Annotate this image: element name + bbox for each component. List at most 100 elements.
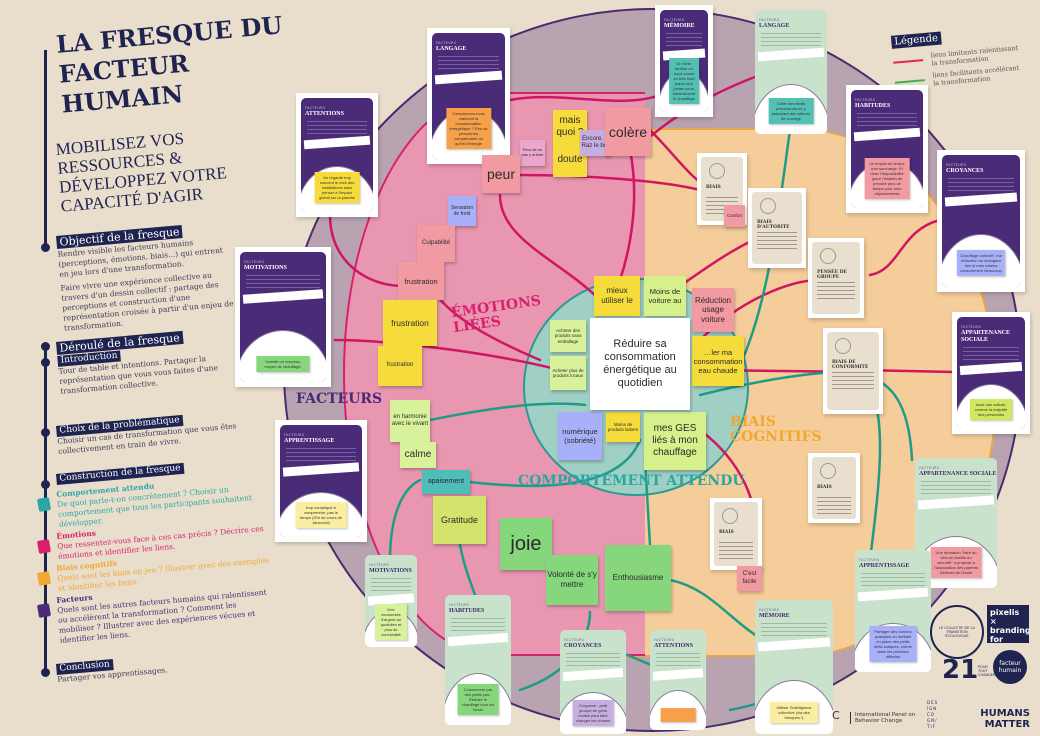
card-sticky-note[interactable]: Une formation "faire du vélo en famille …	[930, 546, 982, 578]
sticky-note[interactable]: Acheter plus de produits locaux	[550, 356, 586, 390]
sticky-note[interactable]: Moins de voiture au	[644, 276, 686, 316]
link-facilitating	[458, 543, 477, 597]
link-limiting	[508, 93, 662, 103]
bias-card-body: BIAIS DE CONFORMITÉ	[827, 332, 879, 410]
legend-heading: Légende	[890, 31, 942, 49]
card-sticky-note[interactable]: trop compliqué à comprendre, pas le temp…	[295, 502, 347, 529]
sticky-note[interactable]: C'est facile	[737, 566, 762, 591]
card-sticky-note[interactable]: On regarde trop souvent le coût des inst…	[314, 171, 360, 203]
sticky-note[interactable]: en harmonie avec le vivant	[390, 400, 430, 442]
sticky-note[interactable]: Acheter des produits sans emballage	[550, 320, 586, 352]
timeline-dot	[41, 243, 50, 252]
sticky-note[interactable]: Réduction usage voiture	[692, 288, 734, 332]
card-sticky-note[interactable]: Des économies d'argent au quotidien et p…	[374, 603, 408, 640]
card-sticky-note[interactable]	[660, 708, 696, 722]
card-sticky-note[interactable]: un emploi du temps très surchargé. Et do…	[864, 157, 910, 199]
sticky-note[interactable]: mieux utiliser le	[594, 276, 640, 316]
timeline-dot	[41, 358, 50, 367]
card-kicker: FACTEURS	[369, 563, 390, 567]
card-question	[857, 587, 929, 602]
sticky-note[interactable]: joie	[500, 518, 552, 570]
card-description	[566, 653, 620, 667]
sticky-note[interactable]: Peur de ne pas y arriver	[520, 140, 545, 166]
card-sticky-note[interactable]: avoir une voiture, comme la majorité des…	[969, 399, 1013, 421]
logo-facteur-humain: facteur humain	[993, 650, 1027, 684]
card-kicker: FACTEURS	[946, 163, 967, 167]
card-sticky-note[interactable]: Un hiver terrible où nous avons eu très …	[669, 57, 699, 104]
sticky-note[interactable]: peur	[482, 155, 520, 193]
sticky-note[interactable]: Culpabilité	[417, 225, 455, 262]
sticky-note[interactable]: frustration	[398, 262, 444, 300]
card-sticky-note[interactable]: Utiliser l'intelligence collective (via …	[769, 702, 819, 724]
card-question	[652, 668, 704, 681]
bias-card[interactable]: BIAIS	[808, 453, 860, 523]
card-title: APPARTENANCE SOCIALE	[919, 471, 997, 477]
legend: Légende liens limitants ralentissant la …	[890, 24, 1028, 90]
bias-illustration-icon	[820, 248, 836, 264]
card-kicker: FACTEURS	[859, 558, 880, 562]
bias-card[interactable]: PENSÉE DE GROUPE	[808, 238, 864, 318]
card-title: MOTIVATIONS	[369, 568, 412, 574]
sticky-note[interactable]: apaisement	[422, 470, 470, 494]
card-sticky-note[interactable]: Investir un nouveau moyen de chauffage.	[256, 355, 310, 372]
card-title: LANGAGE	[759, 23, 790, 29]
sticky-note[interactable]: frustration	[383, 300, 437, 346]
card-sticky-note[interactable]: Créer des récits précurseurs en y associ…	[768, 98, 814, 125]
sticky-note[interactable]: Confort	[724, 205, 745, 227]
card-title: LANGAGE	[436, 46, 467, 52]
card-title: APPRENTISSAGE	[859, 563, 910, 569]
bias-card-title: BIAIS DE CONFORMITÉ	[832, 360, 869, 370]
card-question	[757, 637, 831, 652]
card-sticky-note[interactable]: Chauffage collectif : ma réduction ne ch…	[956, 250, 1006, 277]
card-kicker: FACTEURS	[759, 18, 780, 22]
sticky-note[interactable]: calme	[400, 442, 436, 468]
sticky-note[interactable]: Moins de produits laitiers	[606, 412, 640, 442]
bias-card-text	[817, 282, 855, 302]
bias-card[interactable]: BIAIS	[710, 498, 762, 570]
sticky-note[interactable]: colère	[605, 108, 651, 156]
sticky-note[interactable]: frustration	[378, 346, 422, 386]
logo-21-sub: POUR TOUT CHANGER	[978, 665, 996, 677]
card-sticky-note[interactable]: Partager des bonnes pratiques en mettant…	[869, 626, 917, 663]
logo-humans-matter: HUMANS MATTER	[980, 708, 1030, 730]
card-sticky-note[interactable]: Comprenons-nous vraiment la consommation…	[445, 107, 492, 149]
sticky-note[interactable]: numérique (sobriété)	[558, 412, 602, 460]
card-question	[853, 127, 921, 142]
sticky-note[interactable]: Gratitude	[433, 496, 486, 544]
sticky-note[interactable]: …ler ma consommation eau chaude	[692, 336, 744, 386]
sticky-note[interactable]: mes GES liés à mon chauffage	[644, 412, 706, 470]
bias-card[interactable]: BIAIS D'AUTORITÉ	[748, 188, 806, 268]
card-sticky-note[interactable]: Croyance : petit groupe de gens motivé p…	[572, 699, 614, 726]
sticky-note[interactable]: Volonté de s'y mettre	[546, 555, 598, 605]
link-facilitating	[388, 478, 422, 562]
card-sticky-note[interactable]: Commencer par des petits pas : Réduire l…	[457, 683, 499, 715]
bias-card-body: PENSÉE DE GROUPE	[812, 242, 860, 314]
bias-card[interactable]: BIAIS DE CONFORMITÉ	[823, 328, 883, 414]
sticky-note[interactable]: Enthousiasme	[605, 545, 671, 611]
card-title: ATTENTIONS	[654, 643, 693, 649]
sticky-note[interactable]: Sensation de froid	[448, 196, 476, 226]
center-goal-note[interactable]: Réduire sa consommation énergétique au q…	[590, 318, 690, 410]
green-arrow-icon	[894, 79, 925, 84]
